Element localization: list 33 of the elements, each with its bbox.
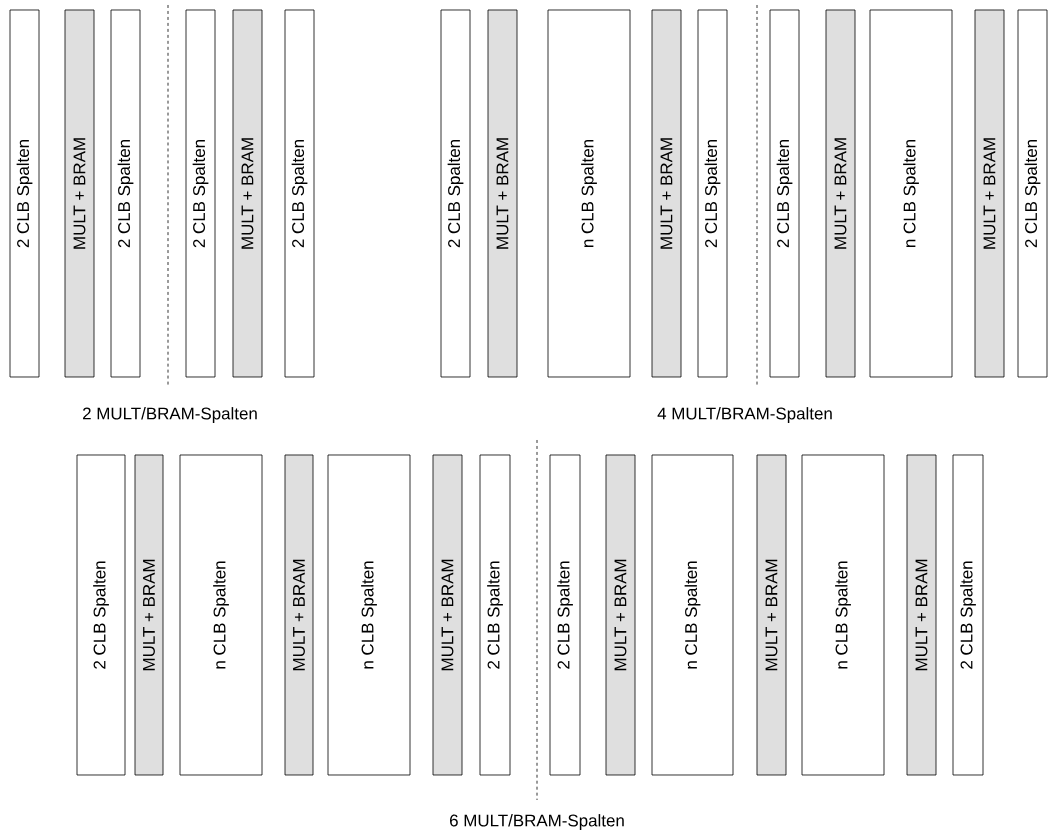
caption: 6 MULT/BRAM-Spalten	[450, 814, 624, 830]
logic-column: 2 CLB Spalten	[76, 454, 126, 776]
logic-column: n CLB Spalten	[801, 454, 885, 776]
logic-column: 2 CLB Spalten	[769, 9, 800, 378]
logic-column: 2 CLB Spalten	[440, 9, 471, 378]
logic-column: 2 CLB Spalten	[952, 454, 984, 776]
logic-column: 2 CLB Spalten	[110, 9, 141, 378]
logic-column: n CLB Spalten	[547, 9, 631, 378]
memory-column: MULT + BRAM	[64, 9, 95, 378]
logic-column: n CLB Spalten	[651, 454, 734, 776]
memory-column: MULT + BRAM	[825, 9, 856, 378]
memory-column: MULT + BRAM	[605, 454, 636, 776]
logic-column: 2 CLB Spalten	[9, 9, 40, 378]
memory-column: MULT + BRAM	[906, 454, 937, 776]
memory-column: MULT + BRAM	[232, 9, 263, 378]
logic-column: n CLB Spalten	[327, 454, 411, 776]
logic-column: 2 CLB Spalten	[284, 9, 315, 378]
logic-column: 2 CLB Spalten	[479, 454, 511, 776]
caption: 4 MULT/BRAM-Spalten	[657, 407, 832, 423]
caption: 2 MULT/BRAM-Spalten	[83, 407, 257, 423]
memory-column: MULT + BRAM	[974, 9, 1005, 378]
logic-column: 2 CLB Spalten	[697, 9, 728, 378]
logic-column: n CLB Spalten	[179, 454, 263, 776]
logic-column: n CLB Spalten	[869, 9, 953, 378]
memory-column: MULT + BRAM	[487, 9, 518, 378]
memory-column: MULT + BRAM	[756, 454, 787, 776]
memory-column: MULT + BRAM	[432, 454, 463, 776]
memory-column: MULT + BRAM	[651, 9, 682, 378]
logic-column: 2 CLB Spalten	[1017, 9, 1048, 378]
memory-column: MULT + BRAM	[284, 454, 314, 776]
logic-column: 2 CLB Spalten	[549, 454, 581, 776]
logic-column: 2 CLB Spalten	[185, 9, 216, 378]
memory-column: MULT + BRAM	[134, 454, 164, 776]
